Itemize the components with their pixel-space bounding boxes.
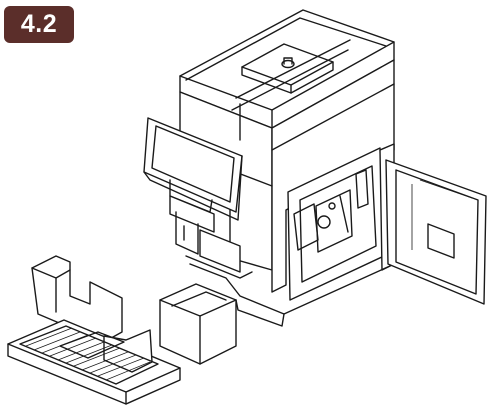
drip-grate	[19, 325, 159, 385]
machine-base	[189, 263, 391, 327]
service-door	[379, 143, 487, 305]
bean-container-lid	[241, 43, 334, 94]
step-number-badge: 4.2	[4, 6, 74, 43]
touchscreen-display	[143, 117, 243, 221]
coffee-outlet	[169, 195, 253, 279]
step-number-label: 4.2	[20, 10, 58, 38]
brewing-unit	[287, 147, 385, 301]
